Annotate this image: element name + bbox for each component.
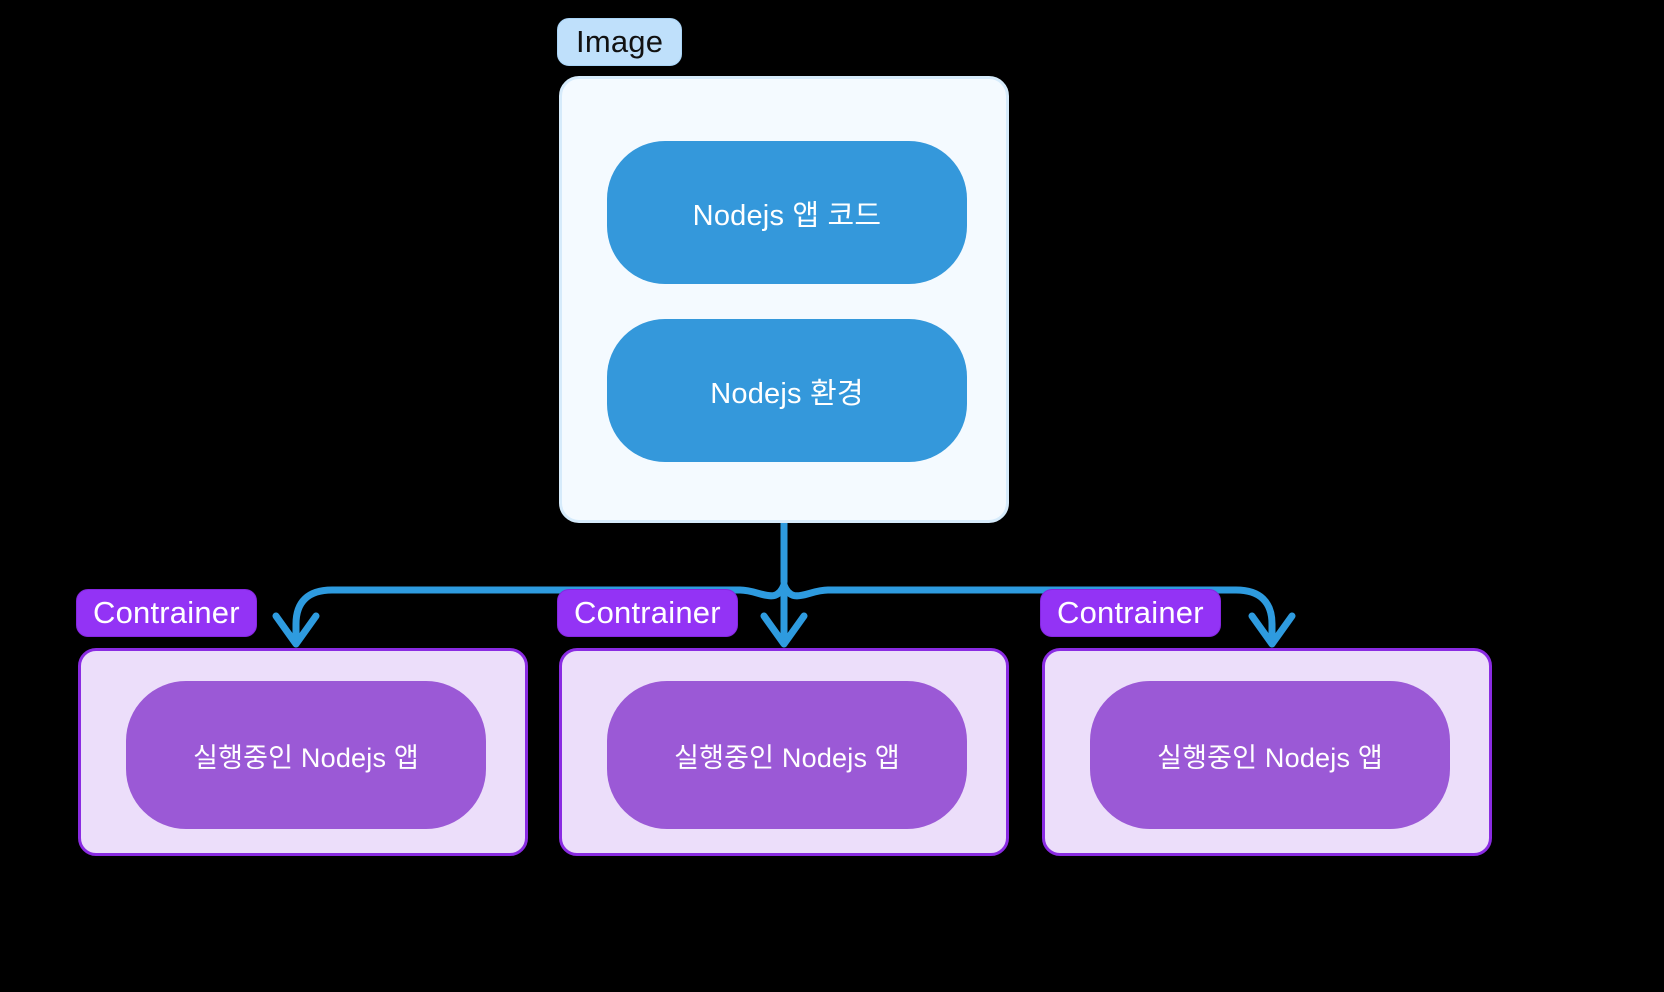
arrowhead-container-2 <box>760 612 808 648</box>
node-running-nodejs-app-1[interactable]: 실행중인 Nodejs 앱 <box>126 681 486 829</box>
container-subgraph-3-label-text: Contrainer <box>1057 595 1204 630</box>
arrowhead-container-3 <box>1248 612 1296 648</box>
container-subgraph-3[interactable]: 실행중인 Nodejs 앱 <box>1042 648 1492 856</box>
node-nodejs-app-code-label: Nodejs 앱 코드 <box>692 199 882 232</box>
container-subgraph-3-label[interactable]: Contrainer <box>1040 589 1221 637</box>
node-nodejs-runtime-label: Nodejs 환경 <box>710 377 864 410</box>
node-nodejs-runtime[interactable]: Nodejs 환경 <box>607 319 967 462</box>
image-subgraph[interactable]: Nodejs 앱 코드 Nodejs 환경 <box>559 76 1009 523</box>
container-subgraph-2[interactable]: 실행중인 Nodejs 앱 <box>559 648 1009 856</box>
node-nodejs-app-code[interactable]: Nodejs 앱 코드 <box>607 141 967 284</box>
node-running-nodejs-app-1-label: 실행중인 Nodejs 앱 <box>193 742 419 773</box>
node-running-nodejs-app-3[interactable]: 실행중인 Nodejs 앱 <box>1090 681 1450 829</box>
container-subgraph-2-label-text: Contrainer <box>574 595 721 630</box>
node-running-nodejs-app-2[interactable]: 실행중인 Nodejs 앱 <box>607 681 967 829</box>
container-subgraph-2-label[interactable]: Contrainer <box>557 589 738 637</box>
arrowhead-container-1 <box>272 612 320 648</box>
image-subgraph-label[interactable]: Image <box>557 18 683 66</box>
image-subgraph-label-text: Image <box>576 24 664 59</box>
node-running-nodejs-app-2-label: 실행중인 Nodejs 앱 <box>674 742 900 773</box>
container-subgraph-1-label-text: Contrainer <box>93 595 240 630</box>
container-subgraph-1-label[interactable]: Contrainer <box>76 589 257 637</box>
container-subgraph-1[interactable]: 실행중인 Nodejs 앱 <box>78 648 528 856</box>
node-running-nodejs-app-3-label: 실행중인 Nodejs 앱 <box>1157 742 1383 773</box>
